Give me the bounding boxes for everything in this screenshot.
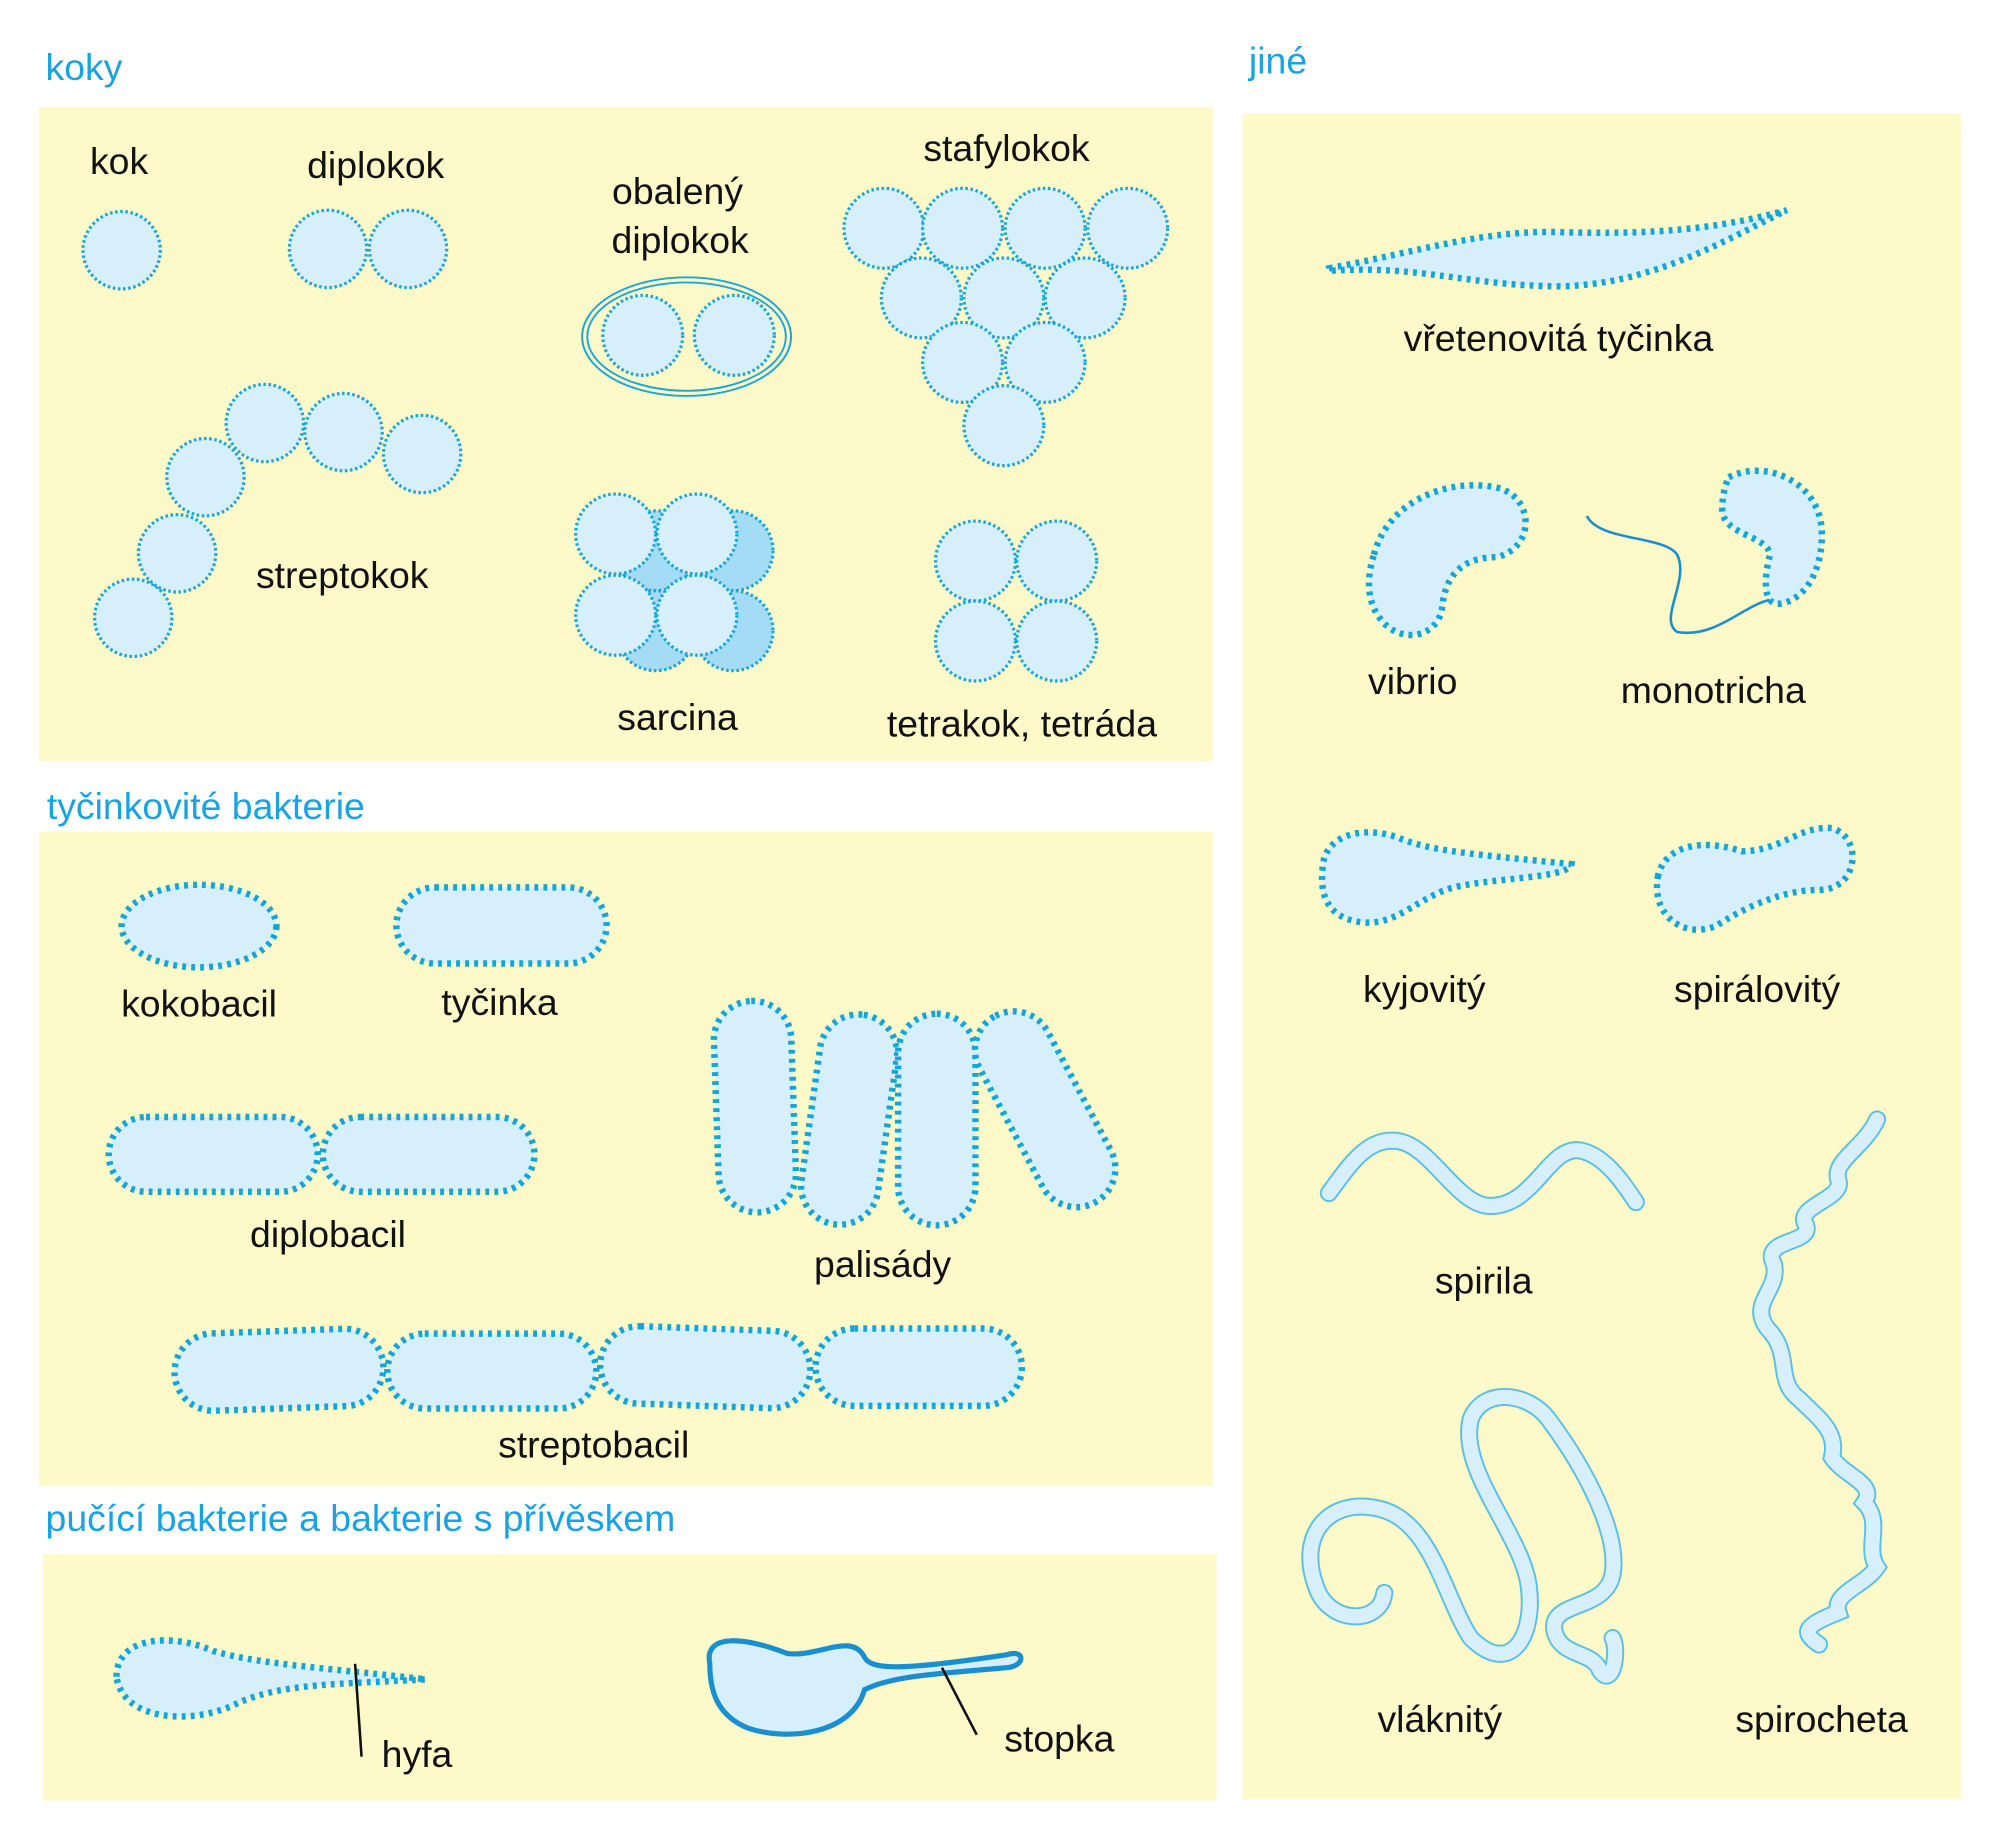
hyfa-pointer xyxy=(353,1663,363,1757)
monotricha-shape xyxy=(1585,467,1826,635)
other-heading: jiné xyxy=(1248,40,1307,82)
budding-heading: pučící bakterie a bakterie s přívěskem xyxy=(46,1497,676,1539)
vlaknity-shape xyxy=(1301,1387,1625,1685)
rods-heading: tyčinkovité bakterie xyxy=(47,785,365,827)
streptokok-shape xyxy=(92,382,463,659)
palisady-shape xyxy=(710,997,1119,1229)
label-obaleny-2: diplokok xyxy=(612,219,749,261)
label-sarcina: sarcina xyxy=(617,696,738,738)
hyfa-shape xyxy=(113,1637,427,1720)
label-streptobacil: streptobacil xyxy=(498,1423,689,1465)
spirocheta-shape xyxy=(1752,1110,1888,1654)
label-stopka: stopka xyxy=(1004,1718,1114,1760)
label-palisady: palisády xyxy=(814,1243,951,1285)
tetrakok-shape xyxy=(933,519,1099,683)
cocci-heading: koky xyxy=(46,46,123,88)
kyjovity-shape xyxy=(1318,829,1576,926)
label-spirocheta: spirocheta xyxy=(1735,1698,1908,1740)
label-vretenovita: vřetenovitá tyčinka xyxy=(1404,317,1714,359)
label-stafylokok: stafylokok xyxy=(923,127,1090,169)
label-vlaknity: vláknitý xyxy=(1377,1698,1502,1740)
spirila-shape xyxy=(1319,1131,1645,1215)
stopka-shape xyxy=(706,1638,1024,1737)
obaleny-diplokok-shape xyxy=(581,276,793,397)
kokobacil-shape xyxy=(118,881,280,971)
label-spiralovity: spirálovitý xyxy=(1674,968,1841,1010)
sarcina-shape xyxy=(574,492,775,673)
label-kokobacil: kokobacil xyxy=(121,982,277,1024)
kok-shape xyxy=(81,209,162,291)
label-hyfa: hyfa xyxy=(382,1733,453,1775)
label-diplokok: diplokok xyxy=(307,144,444,186)
label-spirila: spirila xyxy=(1435,1260,1533,1302)
stafylokok-shape xyxy=(842,186,1170,468)
label-tetrakok: tetrakok, tetráda xyxy=(887,702,1157,744)
spiralovity-shape xyxy=(1653,824,1856,933)
stopka-pointer xyxy=(940,1667,978,1736)
label-streptokok: streptokok xyxy=(256,554,429,596)
label-monotricha: monotricha xyxy=(1621,669,1806,711)
label-vibrio: vibrio xyxy=(1368,660,1457,702)
vibrio-shape xyxy=(1365,482,1529,639)
tycinka-shape xyxy=(393,884,610,967)
diplokok-shape xyxy=(287,208,449,290)
label-obaleny-1: obalený xyxy=(612,170,743,212)
other-panel xyxy=(1242,113,1961,1800)
label-kyjovity: kyjovitý xyxy=(1363,968,1486,1010)
streptobacil-shape xyxy=(171,1322,1026,1414)
vretenovita-shape xyxy=(1325,207,1789,290)
label-tycinka: tyčinka xyxy=(441,981,558,1023)
label-kok: kok xyxy=(90,140,148,182)
label-diplobacil: diplobacil xyxy=(250,1213,406,1255)
diplobacil-shape xyxy=(105,1113,538,1196)
